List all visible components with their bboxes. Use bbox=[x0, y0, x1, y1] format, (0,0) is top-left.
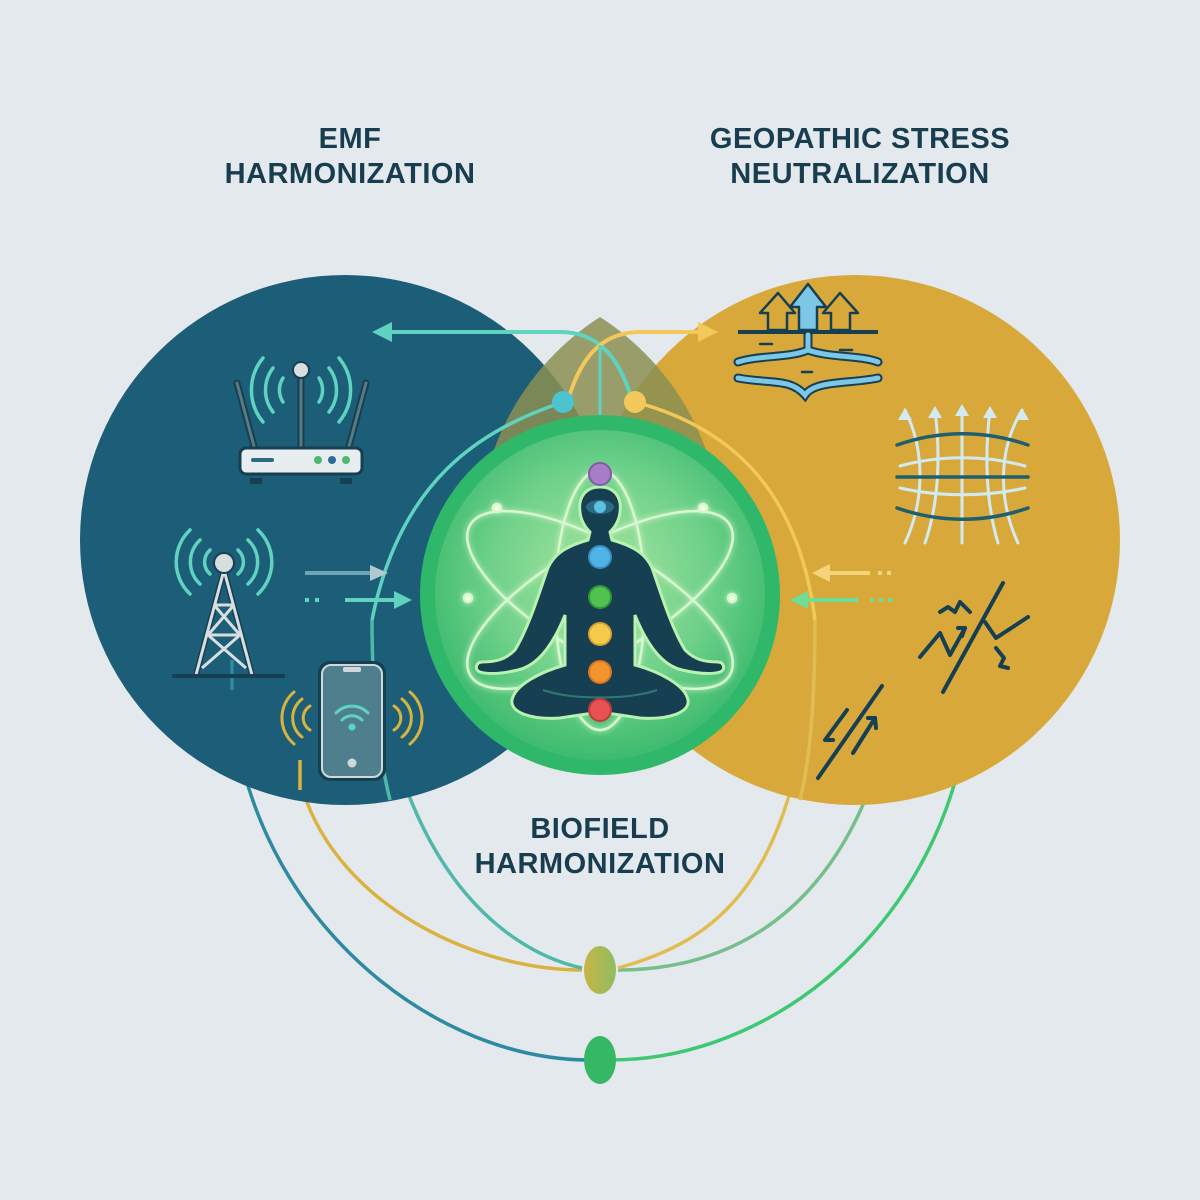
heart-chakra-icon bbox=[588, 585, 612, 609]
tectonic-shift-icon bbox=[816, 684, 884, 780]
emf-link-node bbox=[552, 391, 574, 413]
root-chakra-icon bbox=[588, 698, 612, 722]
chakra-points bbox=[586, 462, 614, 722]
geopathic-stress-title: GEOPATHIC STRESS NEUTRALIZATION bbox=[660, 122, 1060, 193]
emf-title-line1: EMF bbox=[318, 123, 382, 155]
emf-inflow-arrows bbox=[305, 565, 412, 609]
bio-title-line1: BIOFIELD bbox=[530, 813, 670, 845]
geo-title-line2: NEUTRALIZATION bbox=[730, 158, 990, 191]
top-flow-arrows bbox=[370, 322, 817, 621]
earth-grid-lines-icon bbox=[895, 404, 1030, 545]
cell-tower-icon bbox=[172, 528, 285, 678]
geo-title-line1: GEOPATHIC STRESS bbox=[709, 123, 1011, 155]
throat-chakra-icon bbox=[588, 545, 612, 569]
geo-inflow-arrows bbox=[790, 564, 895, 609]
third-eye-chakra-icon bbox=[594, 501, 606, 513]
bio-title-line2: HARMONIZATION bbox=[474, 848, 726, 881]
sacral-chakra-icon bbox=[588, 660, 612, 684]
harmony-node bbox=[584, 1036, 616, 1084]
smartphone-wifi-icon bbox=[280, 661, 424, 781]
combined-node bbox=[584, 946, 616, 994]
underground-water-veins-icon bbox=[733, 282, 883, 403]
emf-title-line2: HARMONIZATION bbox=[224, 158, 476, 191]
solar-plexus-chakra-icon bbox=[588, 622, 612, 646]
biofield-harmonization-title: BIOFIELD HARMONIZATION bbox=[440, 812, 760, 883]
geo-link-node bbox=[624, 391, 646, 413]
wifi-router-icon bbox=[233, 356, 370, 484]
emf-harmonization-title: EMF HARMONIZATION bbox=[150, 122, 550, 193]
crown-chakra-icon bbox=[588, 462, 612, 486]
fault-line-icon bbox=[918, 581, 1030, 694]
